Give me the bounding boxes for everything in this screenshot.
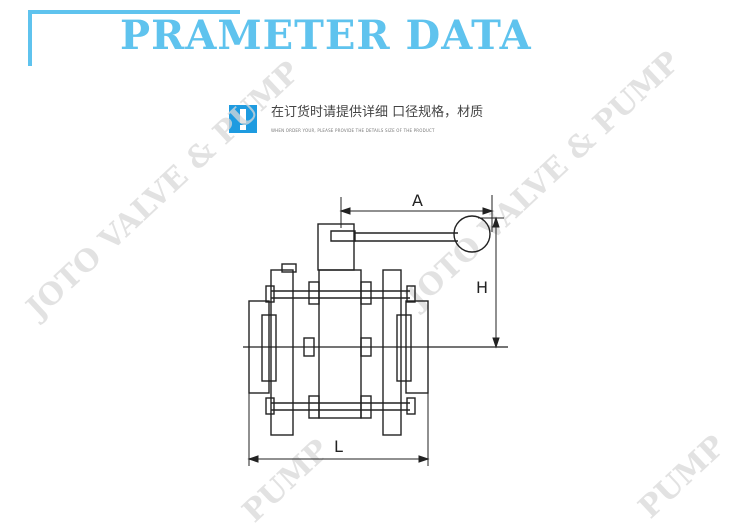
dimension-l-label: L [334,437,343,456]
right-flange [382,269,402,436]
notice-text-en: WHEN ORDER YOUR, PLEASE PROVIDE THE DETA… [271,128,435,133]
header-frame-top [28,10,240,14]
nut [265,397,275,415]
valve-body [318,269,362,419]
valve-diagram: A H L [243,191,508,466]
nut [265,285,275,303]
dimension-h-label: H [476,278,488,297]
nut [406,397,416,415]
handle-housing [317,223,355,271]
notice-text-cn: 在订货时请提供详细 口径规格，材质 [271,105,484,120]
right-inner-tube [396,314,412,382]
dimension-a-label: A [412,191,423,210]
nut [360,281,372,305]
nut [308,281,320,305]
header-frame-left [28,10,32,66]
handle-cap [330,230,356,242]
nut [308,395,320,419]
nut [406,285,416,303]
left-flange-tab [281,263,297,273]
handle-ball [453,215,491,253]
nut [360,395,372,419]
left-inner-tube [261,314,277,382]
exclamation-icon [229,105,257,133]
page-title: PRAMETER DATA [120,12,532,59]
